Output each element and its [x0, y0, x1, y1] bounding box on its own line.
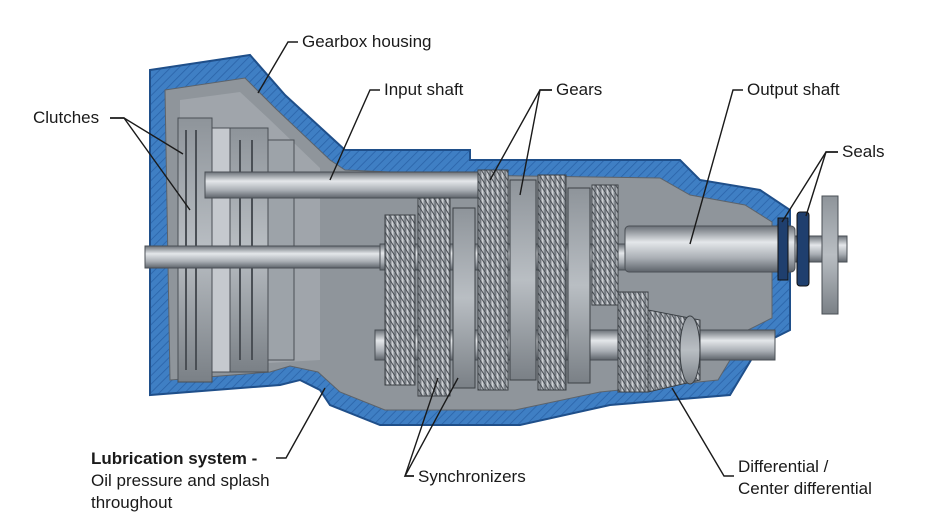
- input-shaft: [204, 171, 496, 199]
- label-lubrication-title: Lubrication system -: [91, 449, 258, 468]
- label-output-shaft: Output shaft: [747, 80, 840, 99]
- label-seals: Seals: [842, 142, 885, 161]
- label-gearbox-housing: Gearbox housing: [302, 32, 432, 51]
- label-gears: Gears: [556, 80, 603, 99]
- label-input-shaft: Input shaft: [384, 80, 464, 99]
- label-lubrication-line3: throughout: [91, 493, 173, 512]
- differential: [647, 309, 701, 393]
- label-differential-line1: Differential /: [738, 457, 829, 476]
- output-shaft: [624, 195, 848, 315]
- label-clutches: Clutches: [33, 108, 100, 127]
- seals: [777, 211, 810, 287]
- label-synchronizers: Synchronizers: [418, 467, 526, 486]
- leader-lines: [110, 41, 838, 477]
- label-differential-line2: Center differential: [738, 479, 872, 498]
- gear-set: [384, 169, 649, 397]
- label-lubrication-line2: Oil pressure and splash: [91, 471, 270, 490]
